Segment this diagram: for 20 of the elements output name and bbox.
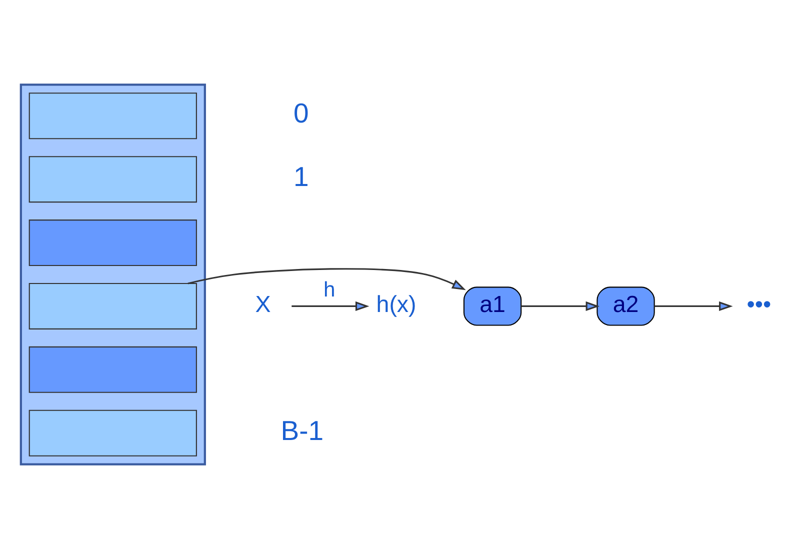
node-box: a1 [463, 286, 522, 326]
arrow [654, 301, 733, 312]
node-label: 1 [293, 160, 309, 192]
arrow [521, 301, 600, 312]
node-label: B-1 [280, 414, 324, 446]
node-text: X [255, 291, 271, 318]
arrow [188, 268, 466, 290]
node-box: a2 [596, 286, 655, 326]
node-box [28, 92, 197, 140]
edge-label: h [324, 278, 336, 302]
node-box [28, 220, 197, 266]
node-text: ••• [746, 291, 772, 318]
node-text: h(x) [376, 291, 416, 318]
node-label: 0 [293, 98, 309, 129]
node-box [28, 156, 197, 203]
cluster [20, 84, 206, 466]
arrow [292, 301, 370, 312]
node-box [28, 410, 197, 456]
node-box [28, 282, 197, 330]
node-box [28, 346, 197, 393]
